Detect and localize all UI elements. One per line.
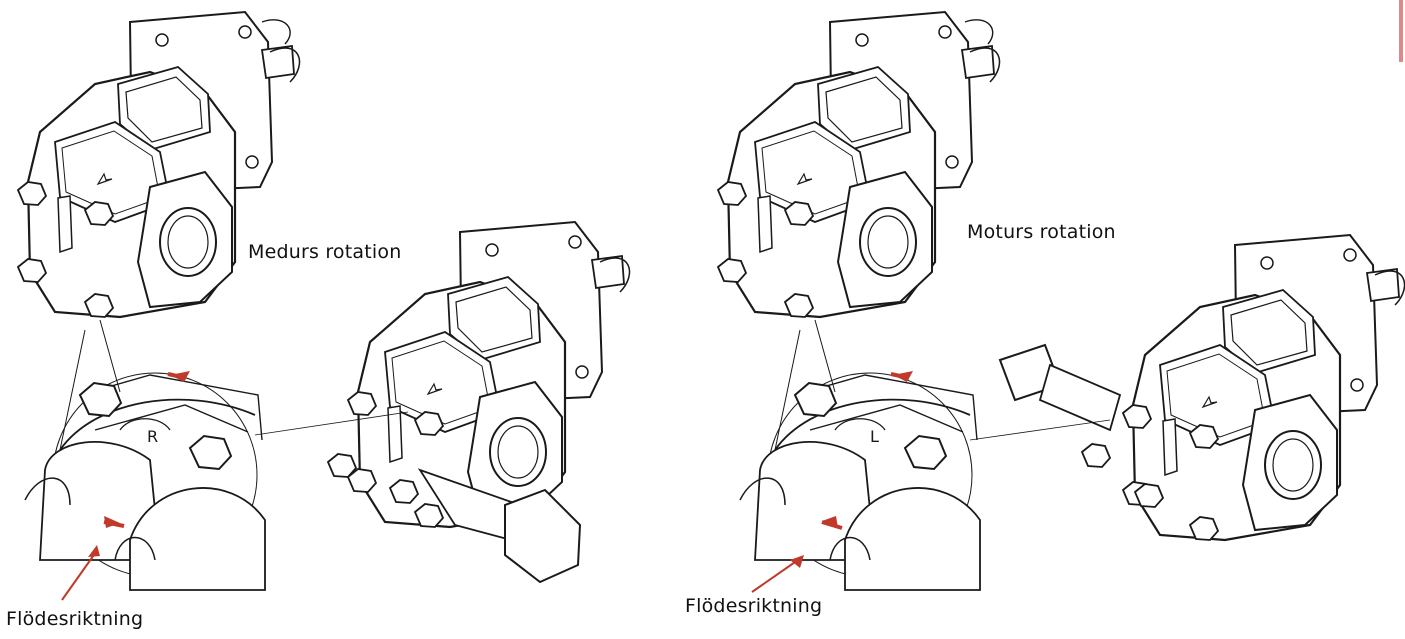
detail-letter: R	[147, 427, 158, 446]
right-flow-direction-label: Flödesriktning	[685, 595, 823, 617]
left-pump-top	[16, 10, 301, 319]
left-pump-bottom	[326, 220, 631, 584]
rotation-arrow-icon	[964, 19, 994, 45]
right-detail-magnifier: L	[739, 319, 1111, 593]
right-pump-top	[716, 10, 1001, 319]
left-flow-direction-label: Flödesriktning	[6, 608, 144, 630]
counterclockwise-rotation-label: Moturs rotation	[967, 221, 1116, 243]
edge-accent-bar	[1399, 0, 1403, 62]
detail-letter: L	[870, 427, 879, 446]
clockwise-rotation-label: Medurs rotation	[248, 241, 402, 263]
rotation-arrow-icon	[261, 19, 291, 45]
right-pump-bottom	[998, 233, 1405, 542]
left-detail-magnifier: R	[24, 319, 409, 601]
